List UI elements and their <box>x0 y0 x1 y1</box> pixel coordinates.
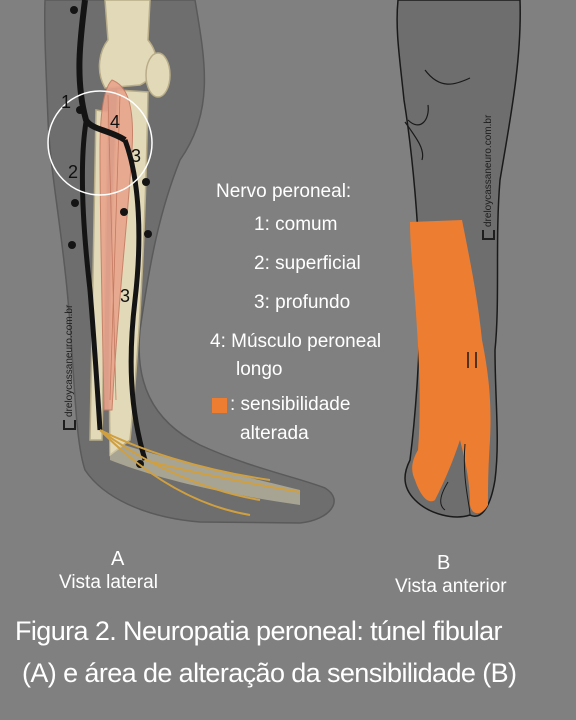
legend-item-4-cont: longo <box>236 359 283 380</box>
panel-a-letter: A <box>111 548 125 570</box>
nerve-branch-dots <box>68 6 152 468</box>
watermark-logo-icon <box>63 420 76 430</box>
figure-caption-line-2: (A) e área de alteração da sensibilidade… <box>22 658 517 688</box>
legend-swatch-label-cont: alterada <box>240 423 309 444</box>
legend-swatch-label: : sensibilidade <box>230 394 351 415</box>
legend-item-1: 1: comum <box>254 214 338 235</box>
foot-bones <box>110 440 300 505</box>
label-3-upper: 3 <box>131 146 141 166</box>
femur-bone <box>98 0 157 89</box>
watermark-logo-icon <box>482 230 495 240</box>
panel-a-view: Vista lateral <box>59 572 158 593</box>
watermark-panel-b: dreloycassaneuro.com.br <box>482 115 495 240</box>
watermark-panel-a: dreloycassaneuro.com.br <box>63 305 76 430</box>
panel-b-view: Vista anterior <box>395 576 507 597</box>
label-3-lower: 3 <box>120 286 130 306</box>
label-2: 2 <box>68 162 78 182</box>
figure-caption-line-1: Figura 2. Neuropatia peroneal: túnel fib… <box>15 616 503 646</box>
legend-swatch-sensation <box>212 398 227 413</box>
legend-item-3: 3: profundo <box>254 292 351 313</box>
distal-nerve-branches <box>99 429 301 516</box>
superficial-peroneal-nerve <box>80 121 103 431</box>
altered-sensation-area <box>410 220 491 514</box>
legend-item-2: 2: superficial <box>254 253 361 274</box>
label-1: 1 <box>61 92 71 112</box>
fibular-tunnel-circle <box>47 90 153 196</box>
legend-title: Nervo peroneal: <box>216 181 352 202</box>
label-4: 4 <box>110 112 120 132</box>
panel-b-letter: B <box>437 552 451 574</box>
peroneus-longus-muscle <box>99 79 134 411</box>
legend-item-4: 4: Músculo peroneal <box>210 331 382 352</box>
patella-bone <box>145 52 171 98</box>
